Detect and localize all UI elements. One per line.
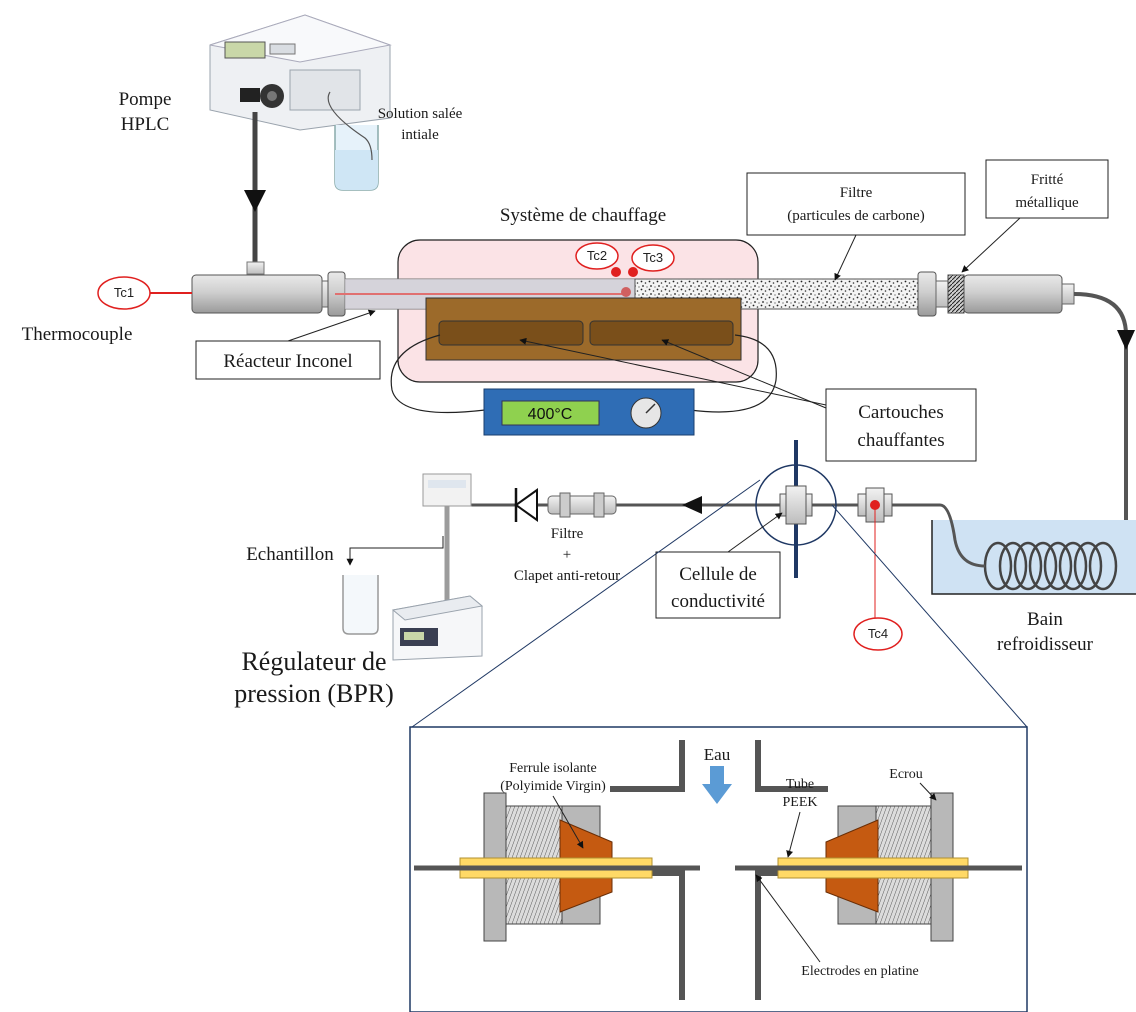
cartridge-pointer-1	[519, 337, 827, 406]
thermocouple-label: Thermocouple	[22, 324, 133, 345]
tc2-marker	[575, 242, 619, 270]
beaker-icon	[327, 91, 379, 191]
hplc-pump-icon	[209, 14, 392, 131]
reactor-label: Réacteur Inconel	[223, 351, 352, 372]
cooling-bath-label-line2: refroidisseur	[997, 634, 1094, 655]
nut-label: Ecrou	[889, 767, 922, 782]
check-valve-icon	[514, 488, 538, 522]
controller-display	[501, 400, 600, 426]
pump-outlet-tube	[244, 112, 266, 275]
tc3-label: Tc3	[643, 250, 663, 265]
conductivity-pointer	[727, 512, 783, 553]
pump-label-line2: HPLC	[121, 114, 170, 135]
sample-label: Echantillon	[246, 544, 334, 565]
tube-label-line1: Tube	[786, 777, 814, 792]
filter-label-line2: (particules de carbone)	[787, 208, 924, 224]
detail-view	[409, 726, 1028, 1012]
controller-wire-left	[390, 334, 486, 414]
tube-pointer	[786, 811, 801, 858]
water-label: Eau	[704, 745, 731, 764]
tc4-marker	[853, 617, 903, 651]
filter-label-box	[746, 172, 966, 236]
heating-cartridges	[425, 297, 742, 361]
cartridge-pointer-2	[661, 339, 827, 409]
filter-valve-label-line1: Filtre	[551, 526, 584, 542]
conductivity-label-line2: conductivité	[671, 591, 765, 612]
nut-pointer	[919, 782, 937, 801]
filter-valve-label-line3: Clapet anti-retour	[514, 568, 620, 584]
tc2-label: Tc2	[587, 248, 607, 263]
tc3-point	[628, 267, 638, 277]
cooling-bath	[910, 503, 1136, 595]
tc1-marker	[97, 276, 151, 310]
tc2-point	[611, 267, 621, 277]
controller-wire-right	[689, 334, 777, 413]
controller-display-value: 400°C	[528, 406, 573, 423]
tc4-label: Tc4	[868, 626, 888, 641]
heating-system-label: Système de chauffage	[500, 205, 666, 226]
reactor-pointer	[287, 309, 376, 342]
bpr-label-line1: Régulateur de	[241, 647, 386, 676]
frit-label-box	[985, 159, 1109, 219]
cooling-bath-label-line1: Bain	[1027, 609, 1063, 630]
ferrule-label-line2: (Polyimide Virgin)	[500, 779, 606, 794]
cartridges-label-line1: Cartouches	[858, 402, 943, 423]
tc1-label: Tc1	[114, 285, 134, 300]
conductivity-cell	[755, 440, 837, 578]
solution-label-line2: intiale	[401, 127, 439, 143]
frit-label-line2: métallique	[1015, 195, 1079, 211]
solution-label-line1: Solution salée	[378, 106, 463, 122]
reactor-label-box	[195, 340, 381, 380]
frit-pointer	[961, 217, 1021, 273]
tube-label-line2: PEEK	[783, 795, 818, 810]
zoom-line-right	[831, 504, 1028, 728]
electrodes-pointer	[755, 874, 821, 963]
frit-label-line1: Fritté	[1031, 172, 1064, 188]
tc-tip	[621, 287, 631, 297]
ferrule-pointer	[552, 795, 584, 849]
filter-label-line1: Filtre	[840, 185, 873, 201]
conductivity-label-box	[655, 551, 781, 619]
tc3-marker	[631, 244, 675, 272]
bpr-icon	[391, 473, 484, 661]
cartridges-label-box	[825, 388, 977, 462]
zoom-line-left	[411, 479, 761, 728]
filter-pointer	[834, 234, 857, 281]
conductivity-label-line1: Cellule de	[679, 564, 757, 585]
pump-label-line1: Pompe	[119, 89, 172, 110]
flow-arrow-left	[682, 496, 702, 514]
electrodes-label: Electrodes en platine	[801, 964, 918, 979]
cartridges-label-line2: chauffantes	[857, 430, 944, 451]
flow-arrow-down	[1117, 330, 1135, 350]
bpr-label-line2: pression (BPR)	[234, 679, 394, 708]
ferrule-label-line1: Ferrule isolante	[509, 761, 596, 776]
sample-beaker-icon	[342, 575, 379, 635]
sample-pointer	[346, 536, 444, 566]
inline-filter-icon	[547, 492, 617, 518]
filter-valve-label-line2: +	[563, 547, 571, 563]
